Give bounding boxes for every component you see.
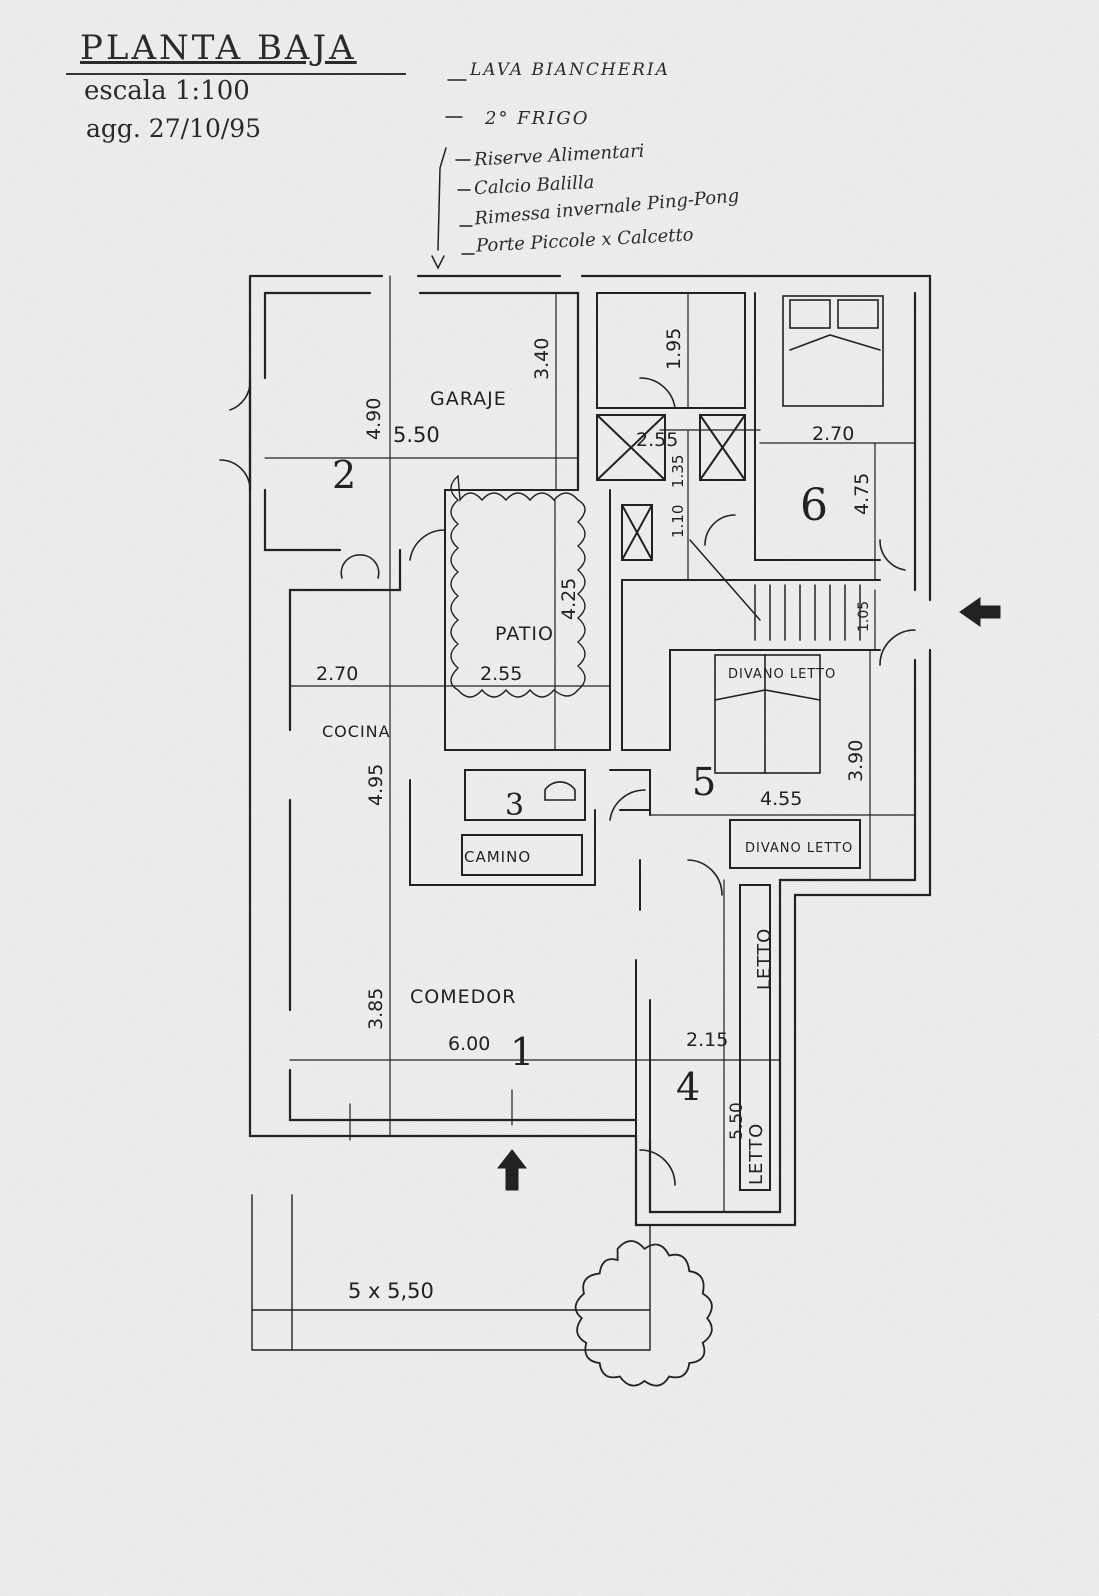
dimension-label: 1.35 [669,455,687,488]
room-number: 5 [692,760,716,804]
dimension-label: 3.40 [531,338,553,380]
furniture-label-divano-letto: DIVANO LETTO [728,667,836,682]
room-number: 6 [800,480,828,531]
tree [574,1240,713,1387]
room-label-cocina: COCINA [322,722,391,741]
furniture-label-divano-letto: DIVANO LETTO [745,841,853,856]
dimension-label: 5.50 [727,1102,747,1140]
room-number: 2 [332,453,356,497]
notes-arrow [431,255,445,270]
dimension-label: 6.00 [448,1033,490,1055]
outer-walls [248,274,932,1227]
furniture-label-letto: LETTO [746,1123,767,1185]
room-number: 1 [510,1030,534,1074]
room-label-patio: PATIO [495,623,554,645]
plan-scale: escala 1:100 [84,76,250,106]
dimension-label: 5.50 [393,423,440,447]
door-swings [219,377,916,1186]
entrance-arrow-south [496,1149,528,1191]
staircase [689,539,861,641]
dimension-lines [264,275,916,1213]
dimension-label: 2.70 [812,423,854,445]
bed-room5 [714,654,821,774]
room-label-comedor: COMEDOR [410,986,516,1008]
dimension-label: 1.05 [856,601,872,632]
dimension-label: 1.95 [663,328,685,370]
title-underline [66,73,406,75]
dimension-label: 4.90 [363,398,385,440]
furniture-label-letto: LETTO [754,928,775,990]
patio-hedge [450,474,586,698]
dimension-label: 2.70 [316,663,358,685]
room-label-garaje: GARAJE [430,388,507,410]
entrance-arrow-east [959,597,1001,627]
dimension-label: 4.25 [558,578,580,620]
room-label-camino: CAMINO [464,848,531,866]
notes-bracket [437,147,447,251]
plan-date: agg. 27/10/95 [86,114,262,143]
bed-room6 [782,295,884,407]
terrace-dimension-label: 5 x 5,50 [348,1279,434,1303]
dimension-label: 2.55 [480,663,522,685]
dimension-label: 3.90 [845,740,867,782]
dimension-label: 1.10 [669,505,687,538]
dimension-label: 4.75 [851,473,873,515]
dimension-label: 4.95 [365,764,387,806]
room-number: 3 [505,788,524,823]
room-number: 4 [676,1065,700,1109]
dimension-label: 3.85 [365,988,387,1030]
plan-title: PLANTA BAJA [80,28,357,68]
dimension-label: 2.55 [636,429,678,451]
terrace [251,1194,651,1351]
dimension-label: 2.15 [686,1029,728,1051]
note-item: 2° FRIGO [485,108,590,129]
service-block [409,292,881,1191]
note-item: LAVA BIANCHERIA [470,60,670,80]
dimension-label: 4.55 [760,788,802,810]
